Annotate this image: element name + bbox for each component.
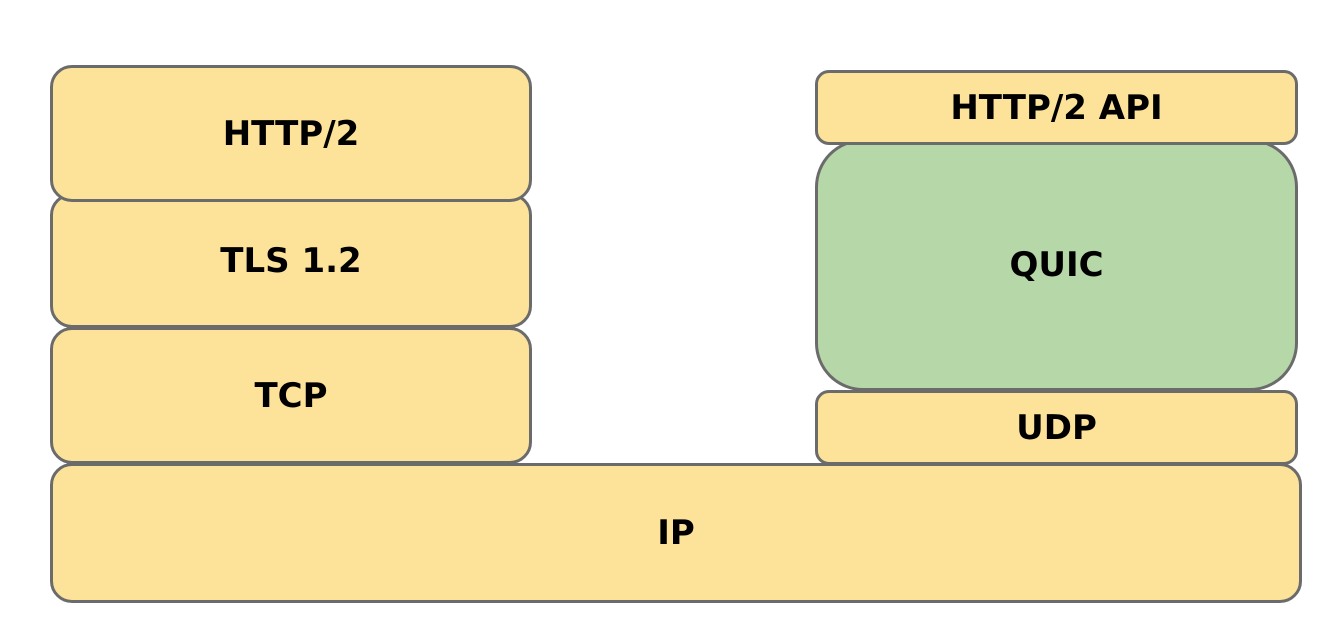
http2-label: HTTP/2: [222, 113, 360, 154]
quic-label: QUIC: [1009, 245, 1104, 285]
udp-label: UDP: [1016, 407, 1097, 448]
http2-api-label: HTTP/2 API: [950, 87, 1163, 128]
ip-layer: IP: [50, 463, 1302, 603]
http2-layer: HTTP/2: [50, 65, 532, 202]
tls-layer: TLS 1.2: [50, 193, 532, 328]
ip-label: IP: [657, 513, 695, 553]
quic-layer: QUIC: [815, 139, 1298, 391]
tls-label: TLS 1.2: [220, 240, 362, 281]
tcp-label: TCP: [254, 375, 328, 416]
udp-layer: UDP: [815, 390, 1298, 465]
tcp-layer: TCP: [50, 327, 532, 464]
http2-api-layer: HTTP/2 API: [815, 70, 1298, 145]
